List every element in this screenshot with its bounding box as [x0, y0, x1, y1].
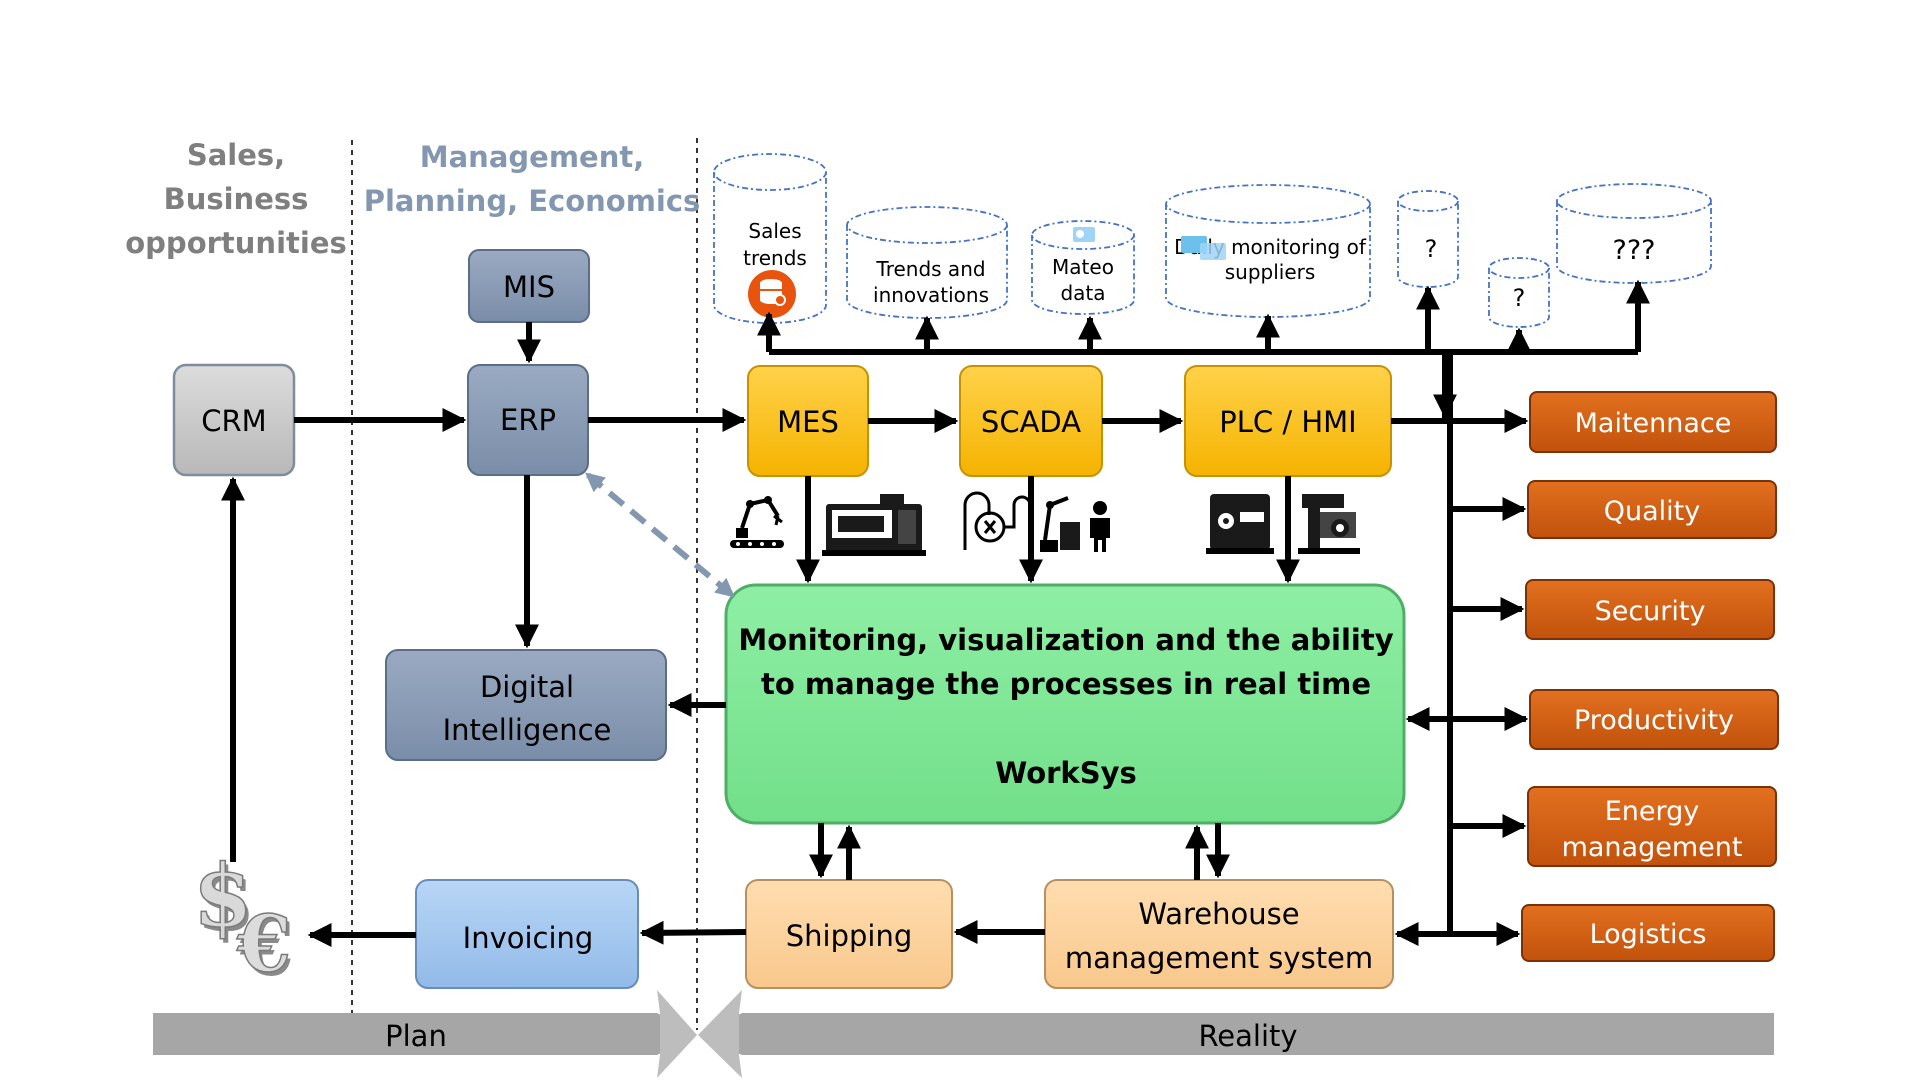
dashed-erp-worksys-link: [585, 472, 735, 598]
svg-text:CRM: CRM: [201, 404, 266, 438]
output-maintenance[interactable]: Maitennace: [1529, 391, 1777, 453]
cylinder-q1: [1397, 190, 1459, 288]
svg-text:innovations: innovations: [873, 283, 989, 307]
svg-text:ERP: ERP: [500, 403, 556, 437]
svg-text:MIS: MIS: [503, 270, 555, 304]
weather-icon: [1073, 227, 1095, 242]
worker-robot-icon: [1040, 496, 1110, 552]
currency-icon: $ $ € €: [192, 845, 294, 994]
crm-node[interactable]: CRM: [172, 363, 296, 477]
plc-node[interactable]: PLC / HMI: [1184, 365, 1392, 477]
svg-text:Sales: Sales: [748, 219, 801, 243]
svg-text:Mateo: Mateo: [1052, 255, 1114, 279]
svg-text:???: ???: [1613, 235, 1656, 266]
svg-text:$: $: [193, 846, 253, 947]
svg-text:suppliers: suppliers: [1225, 260, 1316, 284]
svg-text:PLC / HMI: PLC / HMI: [1219, 405, 1356, 439]
svg-text:data: data: [1060, 281, 1105, 305]
svg-text:€: €: [236, 899, 291, 990]
svg-text:Management,: Management,: [420, 140, 644, 174]
plan-reality-ribbon: [153, 990, 1774, 1078]
svg-text:Trends and: Trends and: [875, 257, 985, 281]
svg-text:Business: Business: [164, 182, 309, 216]
scada-node[interactable]: SCADA: [959, 365, 1103, 477]
svg-text:MES: MES: [777, 405, 839, 439]
svg-text:Security: Security: [1595, 596, 1706, 627]
svg-text:Warehouse: Warehouse: [1138, 897, 1299, 931]
svg-text:Maitennace: Maitennace: [1575, 408, 1732, 439]
svg-text:Logistics: Logistics: [1590, 919, 1707, 950]
svg-text:management: management: [1562, 832, 1743, 863]
datasource-cylinders: [713, 153, 1712, 328]
output-quality[interactable]: Quality: [1527, 480, 1777, 539]
management-heading: Management, Planning, Economics: [364, 140, 701, 218]
svg-text:opportunities: opportunities: [125, 226, 347, 260]
mes-node[interactable]: MES: [747, 365, 869, 477]
svg-text:Invoicing: Invoicing: [463, 921, 594, 955]
svg-text:Intelligence: Intelligence: [443, 713, 612, 747]
svg-text:Planning, Economics: Planning, Economics: [364, 184, 701, 218]
mis-node[interactable]: MIS: [468, 249, 590, 323]
reality-label: Reality: [1198, 1019, 1297, 1053]
worksys-node[interactable]: Monitoring, visualization and the abilit…: [724, 583, 1406, 825]
cylinder-q3: [1556, 183, 1712, 284]
erp-node[interactable]: ERP: [467, 364, 589, 476]
valve-icon: [963, 491, 1032, 550]
svg-text:€: €: [239, 903, 294, 994]
output-security[interactable]: Security: [1525, 579, 1775, 640]
cylinder-trends: [846, 206, 1008, 319]
output-energy[interactable]: Energy management: [1527, 786, 1777, 867]
milling-machine-icon: [1206, 494, 1274, 554]
shipping-node[interactable]: Shipping: [745, 879, 953, 989]
drill-machine-icon: [1298, 494, 1360, 554]
svg-text:?: ?: [1513, 284, 1526, 312]
svg-text:trends: trends: [743, 246, 807, 270]
cylinder-q2: [1488, 257, 1550, 328]
svg-text:Sales,: Sales,: [187, 138, 285, 172]
svg-text:management system: management system: [1065, 941, 1373, 975]
output-productivity[interactable]: Productivity: [1529, 689, 1779, 750]
svg-text:?: ?: [1425, 235, 1438, 263]
robot-arm-icon: [730, 496, 784, 548]
plan-label: Plan: [385, 1019, 447, 1053]
svg-text:Energy: Energy: [1605, 796, 1700, 827]
svg-text:Digital: Digital: [480, 670, 574, 704]
svg-text:Monitoring, visualization and: Monitoring, visualization and the abilit…: [738, 623, 1393, 657]
connectors: [221, 279, 1650, 947]
svg-text:Quality: Quality: [1604, 496, 1700, 527]
cnc-machine-icon: [822, 494, 926, 556]
cylinder-sales-trends: [713, 153, 827, 324]
svg-text:$: $: [196, 850, 256, 951]
svg-text:SCADA: SCADA: [981, 405, 1081, 439]
svg-text:Productivity: Productivity: [1574, 705, 1734, 736]
supplier-icon: [1181, 236, 1226, 260]
database-sync-icon: [748, 270, 796, 318]
digital-intelligence-node[interactable]: Digital Intelligence: [385, 649, 667, 761]
warehouse-node[interactable]: Warehouse management system: [1044, 879, 1394, 989]
output-logistics[interactable]: Logistics: [1521, 904, 1775, 962]
output-boxes: Maitennace Quality Security Productivity…: [1521, 391, 1779, 962]
invoicing-node[interactable]: Invoicing: [415, 879, 639, 989]
svg-text:Shipping: Shipping: [786, 919, 913, 953]
sales-heading: Sales, Business opportunities: [125, 138, 347, 260]
svg-text:to manage the processes in rea: to manage the processes in real time: [761, 667, 1371, 701]
svg-text:WorkSys: WorkSys: [995, 756, 1137, 790]
